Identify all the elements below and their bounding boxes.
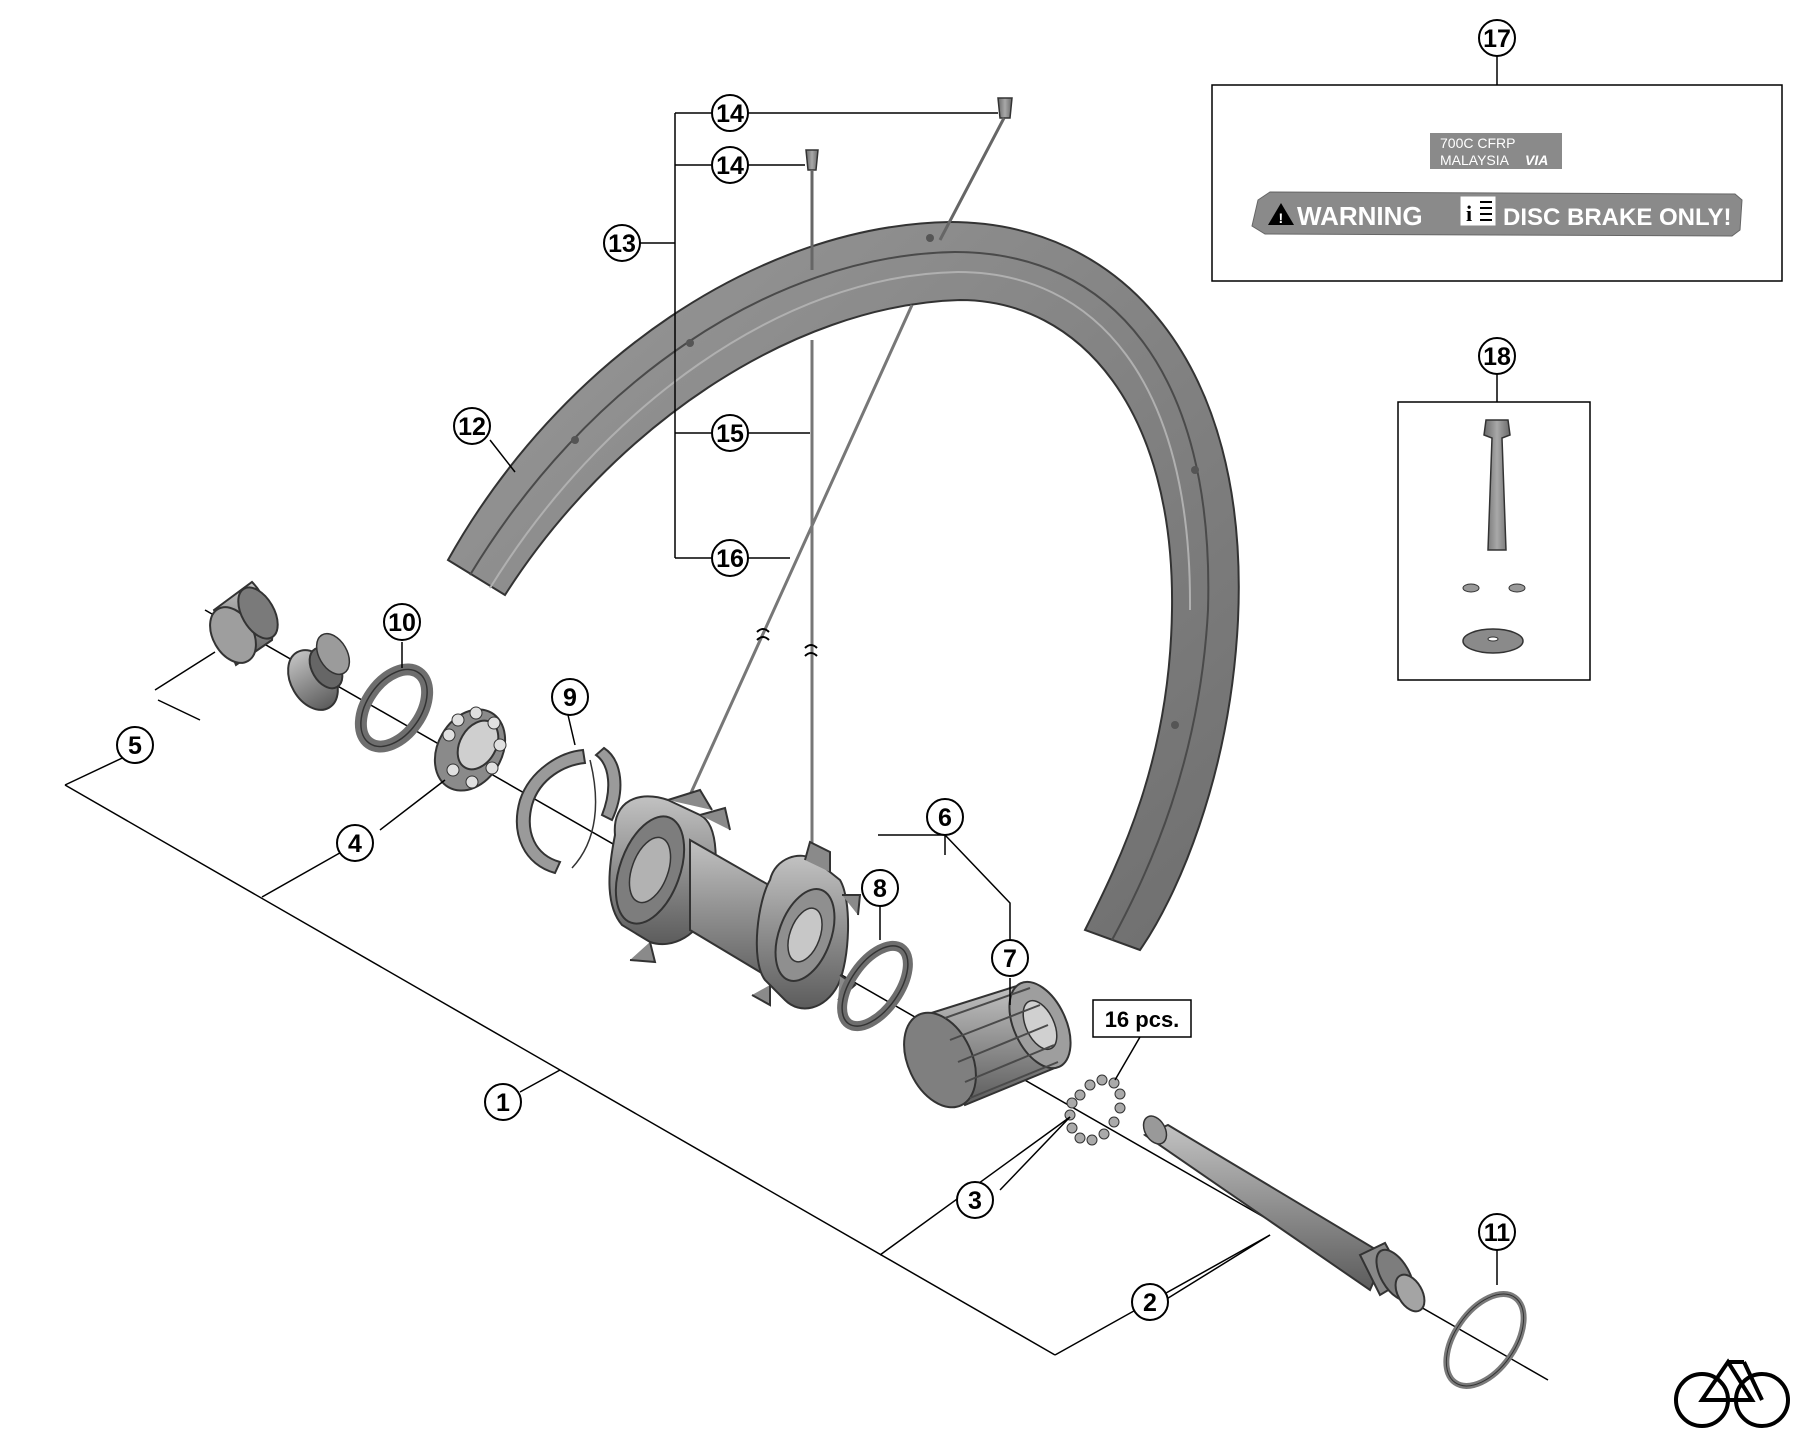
callout-circle	[991, 939, 1029, 977]
hub-body	[608, 788, 862, 1010]
callout-circle	[1478, 337, 1516, 375]
callout-1: 1	[484, 1083, 522, 1121]
callout-number: 12	[458, 413, 486, 441]
callout-18: 18	[1478, 337, 1516, 375]
info-letter: i	[1466, 201, 1472, 226]
callout-circle	[484, 1083, 522, 1121]
callout-16: 16	[711, 539, 749, 577]
callout-circle	[711, 414, 749, 452]
rim	[446, 220, 1240, 952]
callout-6: 6	[926, 798, 964, 836]
leader-lines	[64, 56, 1498, 1356]
ball-bearings	[1064, 1074, 1126, 1146]
spoke-nipple-lower	[805, 149, 819, 171]
decal-line1: 700C CFRP	[1440, 135, 1515, 151]
callout-number: 11	[1484, 1219, 1511, 1247]
callout-14a: 14	[711, 94, 749, 132]
callout-circle	[926, 798, 964, 836]
callout-circle	[603, 224, 641, 262]
callout-11: 11	[1478, 1213, 1516, 1251]
callout-circle	[116, 726, 154, 764]
callout-number: 3	[968, 1187, 982, 1215]
callout-17: 17	[1478, 19, 1516, 57]
callout-circle	[956, 1181, 994, 1219]
callout-7: 7	[991, 939, 1029, 977]
callout-15: 15	[711, 414, 749, 452]
callout-number: 9	[563, 684, 577, 712]
spoke-assembly	[688, 97, 1013, 845]
callout-8: 8	[861, 869, 899, 907]
bearing	[433, 706, 507, 792]
decal-line2: MALAYSIA	[1440, 152, 1510, 168]
callout-number: 4	[348, 830, 362, 858]
svg-text:!: !	[1279, 210, 1284, 226]
hub-end-cap-left	[209, 580, 279, 667]
decal-brand: VIA	[1525, 152, 1548, 168]
callout-14b: 14	[711, 146, 749, 184]
hub-end-cap-inner	[287, 632, 351, 711]
quantity-note-box	[1092, 999, 1192, 1038]
warning-triangle-icon	[1268, 203, 1294, 225]
callout-number: 5	[128, 732, 142, 760]
callout-13: 13	[603, 224, 641, 262]
callout-circle	[453, 407, 491, 445]
disc-brake-message: DISC BRAKE ONLY!	[1503, 204, 1731, 231]
callout-number: 15	[716, 420, 744, 448]
callout-circle	[711, 539, 749, 577]
snap-ring	[515, 746, 622, 875]
valve-o-ring-left	[1462, 583, 1480, 593]
callout-number: 17	[1483, 25, 1511, 53]
model-label-decal	[1430, 133, 1562, 169]
valve-o-ring-right	[1508, 583, 1526, 593]
hub-axle	[1142, 1115, 1426, 1313]
callout-number: 13	[608, 230, 636, 258]
valve-kit-panel	[1397, 401, 1591, 681]
callout-circle	[336, 824, 374, 862]
callout-2: 2	[1131, 1283, 1169, 1321]
callout-number: 10	[388, 609, 416, 637]
callout-3: 3	[956, 1181, 994, 1219]
valve-extender	[1483, 419, 1511, 551]
spoke-diagonal	[938, 117, 1006, 241]
callout-4: 4	[336, 824, 374, 862]
callout-circle	[861, 869, 899, 907]
callout-number: 2	[1143, 1289, 1157, 1317]
callout-number: 16	[716, 545, 744, 573]
callout-number: 14	[716, 100, 744, 128]
callout-5: 5	[116, 726, 154, 764]
callout-number: 6	[938, 804, 952, 832]
callout-circle	[1478, 1213, 1516, 1251]
callout-10: 10	[383, 603, 421, 641]
callout-number: 8	[873, 875, 887, 903]
callout-circle	[1131, 1283, 1169, 1321]
callout-9: 9	[551, 678, 589, 716]
callout-circle	[711, 146, 749, 184]
warning-word: WARNING	[1297, 201, 1423, 231]
bicycle-icon	[1674, 1358, 1790, 1428]
callout-number: 1	[496, 1089, 510, 1117]
spoke-nipple-upper	[997, 97, 1013, 119]
warning-decal	[1251, 191, 1743, 237]
callout-12: 12	[453, 407, 491, 445]
axle-o-ring	[1443, 1291, 1527, 1389]
quantity-note: 16 pcs.	[1105, 1007, 1180, 1032]
callout-number: 18	[1483, 343, 1511, 371]
callout-circle	[711, 94, 749, 132]
callout-circle	[1478, 19, 1516, 57]
freehub-body	[903, 980, 1072, 1109]
callout-number: 7	[1003, 945, 1017, 973]
callout-circle	[551, 678, 589, 716]
callout-circle	[383, 603, 421, 641]
decal-panel: 700C CFRP MALAYSIA VIA ! WARNING i DISC …	[1211, 84, 1783, 282]
callout-number: 14	[716, 152, 744, 180]
